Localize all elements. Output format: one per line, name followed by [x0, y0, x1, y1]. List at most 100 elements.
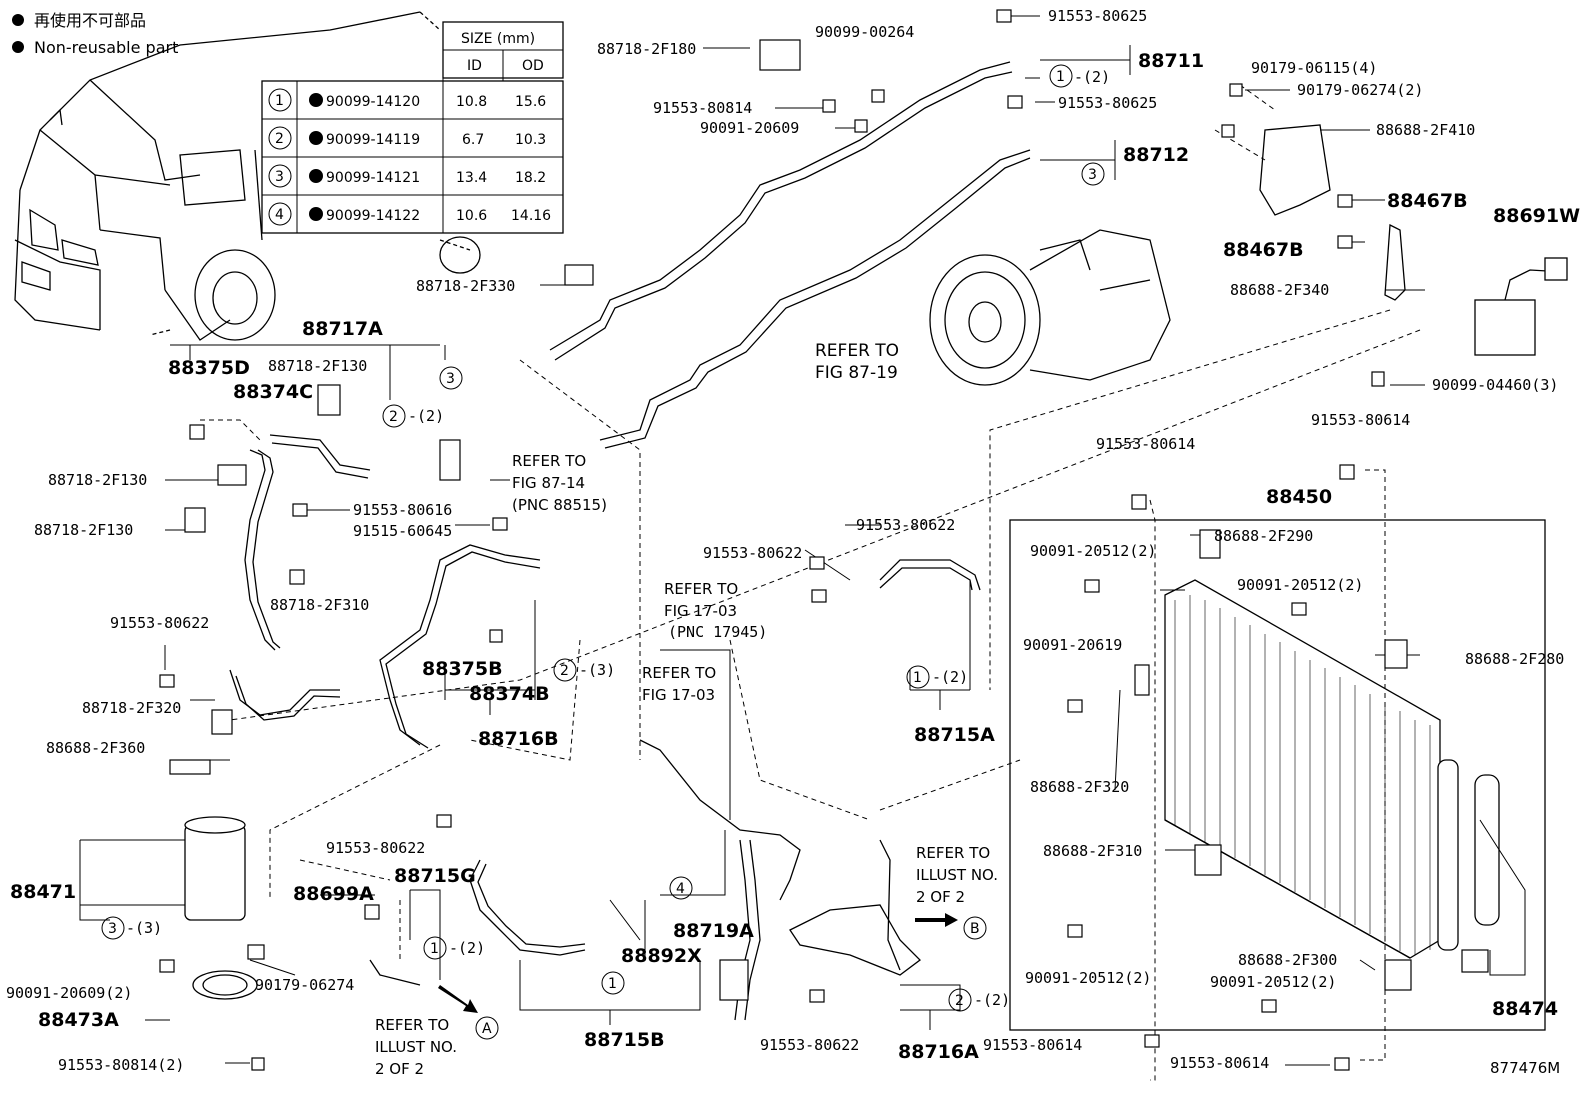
- clip-icon: [1194, 844, 1222, 876]
- callout-3: 3: [446, 371, 455, 387]
- row-number: 3: [275, 169, 284, 185]
- label-88471: 88471: [10, 881, 76, 903]
- label-88688-2F300: 88688-2F300: [1238, 951, 1337, 969]
- ref-87-14-line2: FIG 87-14: [512, 474, 585, 492]
- clip-icon: [759, 39, 801, 71]
- label-91553-80814-2: 91553-80814(2): [58, 1056, 184, 1074]
- label-88718-2F310: 88718-2F310: [270, 596, 369, 614]
- pipe-lines: [184, 61, 1568, 1031]
- non-reusable-dot-icon: [309, 93, 323, 107]
- bolt-icon: [1067, 699, 1083, 713]
- ref-87-19-line1: REFER TO: [815, 341, 899, 361]
- label-91553-80622: 91553-80622: [110, 614, 209, 632]
- legend-jp: 再使用不可部品: [34, 11, 146, 30]
- clip-icon: [439, 439, 461, 481]
- fasteners: [159, 9, 1489, 1071]
- bolt-icon: [996, 9, 1012, 23]
- bolt-icon: [1337, 235, 1353, 249]
- label-91553-80814: 91553-80814: [653, 99, 752, 117]
- label-91553-80614: 91553-80614: [1096, 435, 1195, 453]
- label-88715A: 88715A: [914, 724, 995, 746]
- callout-3: 3: [1088, 167, 1097, 183]
- row-part: 90099-14121: [326, 170, 420, 186]
- label-88691W: 88691W: [1493, 205, 1580, 227]
- label-88716A: 88716A: [898, 1041, 979, 1063]
- label-88688-2F290: 88688-2F290: [1214, 527, 1313, 545]
- label-88450: 88450: [1266, 486, 1332, 508]
- ref-17-03-b-line2: FIG 17-03: [642, 686, 715, 704]
- callout-3: 3: [108, 921, 117, 937]
- size-table-col-od: OD: [522, 58, 544, 74]
- label-88711: 88711: [1138, 50, 1204, 72]
- label-91553-80622: 91553-80622: [703, 544, 802, 562]
- clip-icon: [189, 424, 205, 440]
- bolt-icon: [1371, 371, 1385, 387]
- clip-icon: [289, 569, 305, 585]
- label-90091-20619: 90091-20619: [1023, 636, 1122, 654]
- bolt-icon: [492, 517, 508, 531]
- label-88715B: 88715B: [584, 1029, 665, 1051]
- row-id: 10.6: [456, 208, 487, 224]
- arrow-down-right-icon: [438, 985, 478, 1013]
- size-table-row: 4 90099-14122 10.6 14.16: [268, 202, 551, 226]
- bolt-icon: [1067, 924, 1083, 938]
- ref-illust-b-line2: ILLUST NO.: [916, 866, 998, 884]
- label-88718-2F130: 88718-2F130: [34, 521, 133, 539]
- bolt-icon: [1084, 579, 1100, 593]
- dashed-leaders: [200, 84, 1421, 1081]
- callout-2: 2: [389, 409, 398, 425]
- ref-illust-b-line3: 2 OF 2: [916, 888, 965, 906]
- label-90179-06274: 90179-06274: [255, 976, 354, 994]
- ref-illust-a-line3: 2 OF 2: [375, 1060, 424, 1078]
- bolt-icon: [809, 989, 825, 1003]
- size-table-row: 1 90099-14120 10.8 15.6: [268, 88, 546, 112]
- label-90091-20609: 90091-20609: [700, 119, 799, 137]
- label-88718-2F130: 88718-2F130: [268, 357, 367, 375]
- label-90091-20609-2: 90091-20609(2): [6, 984, 132, 1002]
- bolt-icon: [1261, 999, 1277, 1013]
- non-reusable-dot-icon: [309, 207, 323, 221]
- bolt-icon: [1291, 602, 1307, 616]
- row-number: 2: [275, 131, 284, 147]
- label-91553-80614: 91553-80614: [1311, 411, 1410, 429]
- ref-illust-b-line1: REFER TO: [916, 844, 990, 862]
- size-table-col-id: ID: [467, 58, 482, 74]
- row-part: 90099-14119: [326, 132, 420, 148]
- callout-qty: -(3): [126, 919, 162, 937]
- label-91553-80614: 91553-80614: [983, 1036, 1082, 1054]
- label-91553-80622: 91553-80622: [856, 516, 955, 534]
- label-91553-80625: 91553-80625: [1048, 7, 1147, 25]
- label-88688-2F310: 88688-2F310: [1043, 842, 1142, 860]
- row-id: 10.8: [456, 94, 487, 110]
- row-od: 18.2: [515, 170, 546, 186]
- label-88715G: 88715G: [394, 865, 476, 887]
- callout-4: 4: [676, 881, 685, 897]
- size-table-header: SIZE (mm): [461, 31, 535, 47]
- label-88467B: 88467B: [1223, 239, 1304, 261]
- label-90091-20512: 90091-20512(2): [1025, 969, 1151, 987]
- bolt-icon: [251, 1057, 265, 1071]
- label-88699A: 88699A: [293, 883, 374, 905]
- callout-qty: -(2): [974, 991, 1010, 1009]
- row-od: 15.6: [515, 94, 546, 110]
- row-part: 90099-14120: [326, 94, 420, 110]
- callout-1: 1: [1056, 69, 1065, 85]
- bolt-icon: [871, 89, 885, 103]
- callout-qty: -(3): [579, 661, 615, 679]
- van-illustration: [14, 11, 481, 341]
- label-88467B: 88467B: [1387, 190, 1468, 212]
- non-reusable-dot-icon: [12, 14, 24, 26]
- bolt-icon: [809, 556, 825, 570]
- label-90099-00264: 90099-00264: [815, 23, 914, 41]
- clip-icon: [364, 904, 380, 920]
- label-88374C: 88374C: [233, 381, 313, 403]
- ref-17-03-b-line1: REFER TO: [642, 664, 716, 682]
- row-id: 6.7: [462, 132, 484, 148]
- label-91515-60645: 91515-60645: [353, 522, 452, 540]
- arrow-right-icon: [915, 913, 958, 927]
- label-88375B: 88375B: [422, 658, 503, 680]
- label-88717A: 88717A: [302, 318, 383, 340]
- ref-17-03-a-line3: (PNC 17945): [668, 623, 767, 641]
- callout-B: B: [970, 921, 980, 937]
